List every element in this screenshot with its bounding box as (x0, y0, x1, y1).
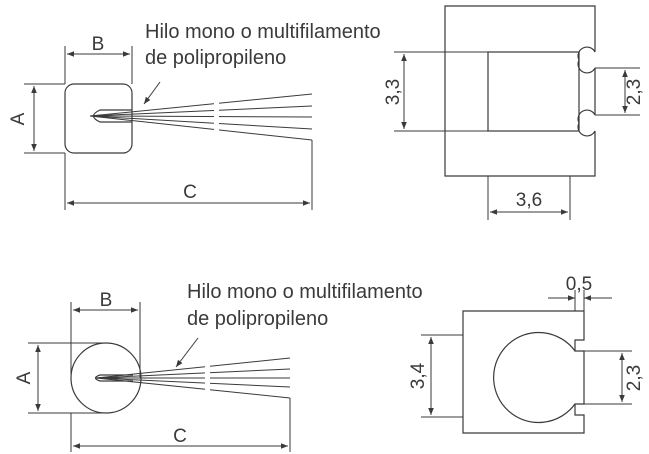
top-dim-height: 3,3 (383, 79, 404, 105)
top-dim-opening: 2,3 (624, 79, 645, 105)
top-annotation-line2: de polipropileno (145, 47, 286, 69)
top-left-assembly: Hilo mono o multifilamento de polipropil… (8, 21, 381, 210)
bottom-dim-wall: 0,5 (566, 274, 592, 295)
top-label-a: A (8, 112, 29, 125)
bottom-annotation-leader (175, 337, 199, 368)
bottom-annotation-line2: de polipropileno (187, 308, 328, 330)
top-section-cavity (487, 51, 580, 132)
top-section-outline (444, 5, 596, 177)
top-label-b: B (92, 34, 105, 55)
bottom-left-assembly: Hilo mono o multifilamento de polipropil… (14, 281, 423, 452)
top-label-c: C (183, 182, 197, 203)
bottom-crimp-slot (94, 374, 133, 382)
top-annotation-line1: Hilo mono o multifilamento (145, 21, 381, 43)
top-right-section: 3,3 2,3 3,6 (383, 5, 645, 220)
bottom-section-cavity (493, 331, 576, 424)
top-fiber-bundle (89, 92, 313, 144)
bottom-label-b: B (100, 290, 113, 311)
bottom-dim-opening: 2,3 (624, 365, 645, 391)
bottom-label-a: A (14, 371, 35, 384)
top-annotation-leader (143, 81, 161, 105)
bottom-fiber-bundle (95, 356, 291, 401)
bottom-annotation-line1: Hilo mono o multifilamento (187, 281, 423, 303)
top-crimp-body (64, 83, 133, 154)
bottom-section-outline (462, 310, 585, 434)
top-dim-width: 3,6 (516, 190, 542, 211)
bottom-right-section: 0,5 3,4 2,3 (408, 274, 645, 434)
bottom-dim-height: 3,4 (408, 362, 429, 389)
bottom-label-c: C (173, 426, 187, 447)
